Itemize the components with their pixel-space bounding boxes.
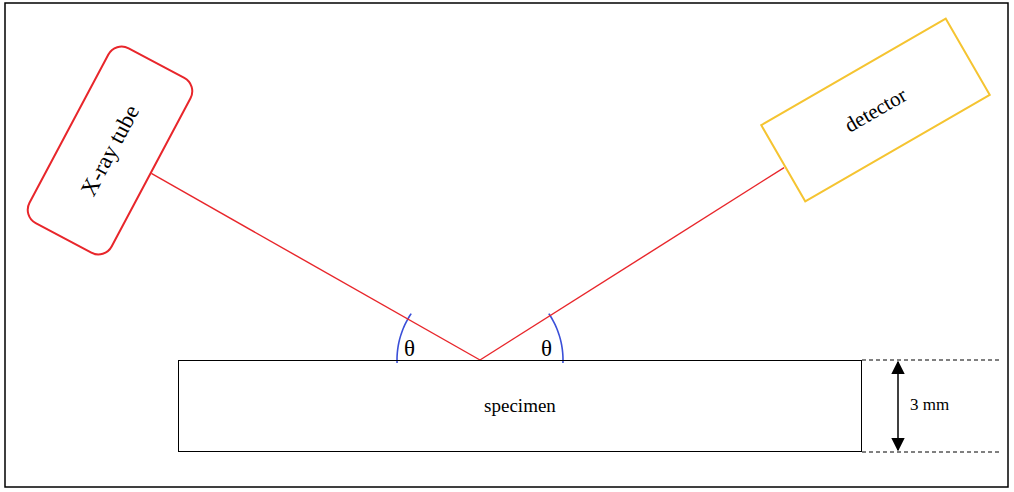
beam-line	[480, 168, 784, 360]
node-text: specimen	[484, 395, 556, 417]
connector-layer	[151, 168, 784, 360]
node-text: X-ray tube	[75, 100, 144, 200]
x-ray-tube-box: X-ray tube	[21, 39, 199, 260]
angle-symbol: θ	[404, 336, 415, 361]
dimension-label: 3 mm	[910, 396, 949, 415]
dimension-extension-line	[862, 452, 1002, 453]
dimension-extension-line	[862, 360, 1002, 361]
detector-box: detector	[759, 17, 990, 202]
angle-symbol: θ	[541, 336, 552, 361]
angle-arcs	[397, 314, 563, 363]
node-text: detector	[839, 82, 910, 137]
specimen-box: specimen	[178, 360, 862, 452]
outer-frame	[5, 3, 1008, 487]
dimension-arrow	[897, 362, 899, 450]
beam-line	[151, 173, 480, 360]
